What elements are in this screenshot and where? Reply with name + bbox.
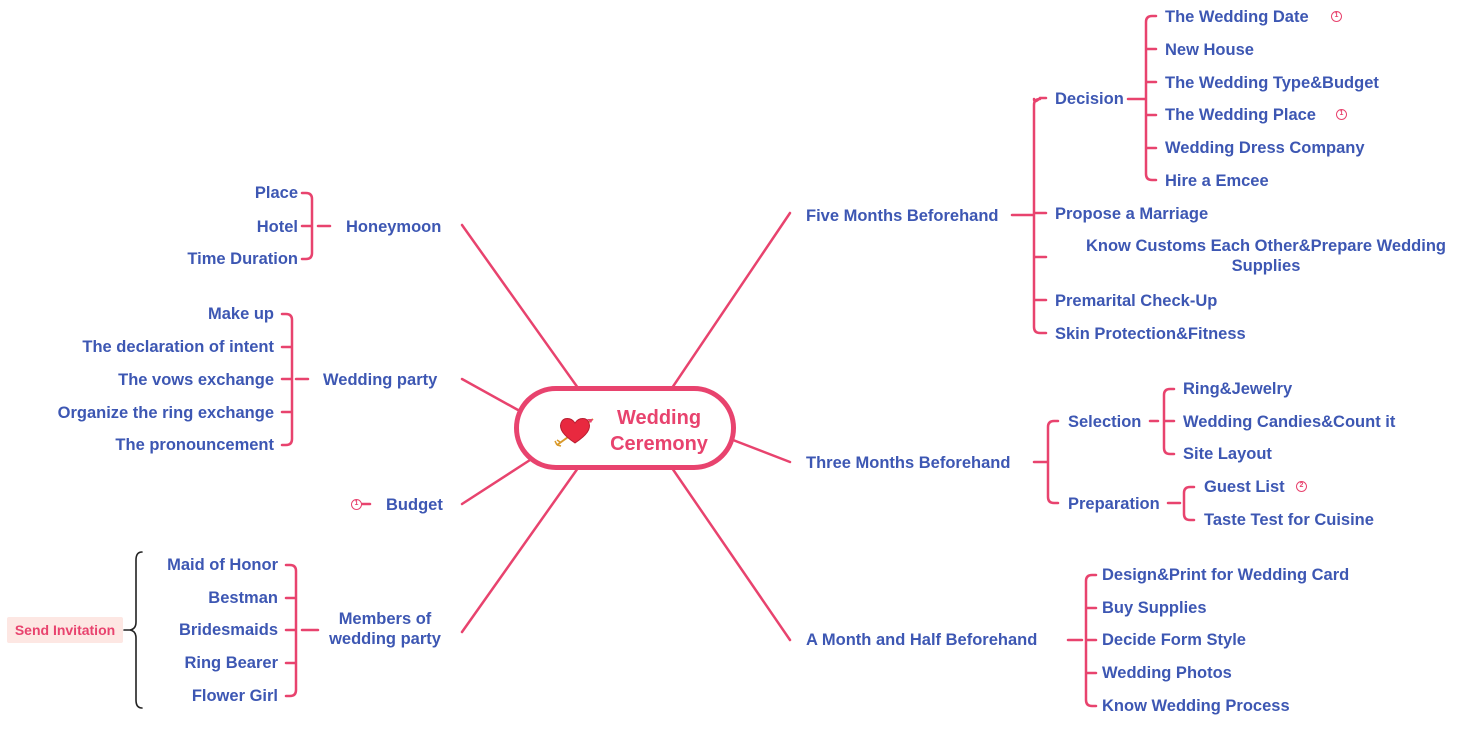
item-time-duration[interactable]: Time Duration [187, 250, 298, 268]
bracket-three-months [1032, 419, 1060, 505]
branch-line-three-months [731, 438, 792, 464]
marker-1-icon[interactable]: 1 [1336, 109, 1347, 120]
item-hotel[interactable]: Hotel [256, 218, 298, 236]
marker-1-icon[interactable]: 1 [351, 499, 362, 510]
item-ring-jewelry[interactable]: Ring&Jewelry [1183, 380, 1293, 398]
bracket-month-half [1066, 573, 1098, 708]
topic-month-half[interactable]: A Month and Half Beforehand [806, 631, 1038, 649]
item-wedding-candies[interactable]: Wedding Candies&Count it [1183, 413, 1396, 431]
item-decide-form-style[interactable]: Decide Form Style [1102, 631, 1246, 649]
item-new-house[interactable]: New House [1165, 41, 1254, 59]
central-title: Wedding Ceremony [610, 407, 708, 455]
bracket-preparation [1166, 485, 1196, 522]
item-place[interactable]: Place [254, 184, 298, 202]
topic-preparation[interactable]: Preparation [1068, 495, 1160, 513]
item-ring-bearer[interactable]: Ring Bearer [184, 654, 278, 672]
bracket-honeymoon [300, 191, 332, 261]
topic-decision[interactable]: Decision [1055, 90, 1124, 108]
topic-wedding-party[interactable]: Wedding party [323, 371, 438, 389]
item-wedding-date[interactable]: The Wedding Date [1165, 8, 1309, 26]
branch-line-budget [460, 458, 532, 506]
heart-arrow-icon [554, 418, 594, 447]
bracket-members [284, 563, 320, 698]
item-vows-exchange[interactable]: The vows exchange [118, 371, 274, 389]
item-wedding-photos[interactable]: Wedding Photos [1102, 664, 1232, 682]
item-propose-marriage[interactable]: Propose a Marriage [1055, 205, 1209, 223]
item-skin-protection[interactable]: Skin Protection&Fitness [1055, 325, 1246, 343]
item-ring-exchange[interactable]: Organize the ring exchange [57, 404, 274, 422]
topic-members[interactable]: Members of wedding party [329, 610, 441, 648]
item-taste-test[interactable]: Taste Test for Cuisine [1204, 511, 1374, 529]
item-guest-list[interactable]: Guest List [1204, 478, 1285, 496]
marker-2-icon[interactable]: 2 [1296, 481, 1307, 492]
item-wedding-place[interactable]: The Wedding Place [1165, 106, 1316, 124]
bracket-wedding-party [280, 312, 310, 447]
item-know-customs[interactable]: Know Customs Each Other&Prepare Wedding … [1085, 237, 1446, 275]
branch-line-honeymoon [460, 223, 580, 390]
topic-selection[interactable]: Selection [1068, 413, 1142, 431]
branch-line-five-months [670, 211, 792, 390]
item-buy-supplies[interactable]: Buy Supplies [1102, 599, 1207, 617]
send-invitation-tag[interactable]: Send Invitation [7, 617, 123, 643]
topic-budget[interactable]: Budget [386, 496, 443, 514]
item-declaration-of-intent[interactable]: The declaration of intent [82, 338, 274, 356]
marker-1-icon[interactable]: 1 [1331, 11, 1342, 22]
topic-honeymoon[interactable]: Honeymoon [346, 218, 442, 236]
item-design-print-card[interactable]: Design&Print for Wedding Card [1102, 566, 1350, 584]
item-hire-emcee[interactable]: Hire a Emcee [1165, 172, 1269, 190]
item-premarital-checkup[interactable]: Premarital Check-Up [1055, 292, 1218, 310]
central-topic[interactable]: Wedding Ceremony [514, 386, 736, 470]
bracket-decision [1126, 14, 1158, 182]
branch-line-month-half [670, 466, 792, 642]
topic-three-months[interactable]: Three Months Beforehand [806, 454, 1011, 472]
item-make-up[interactable]: Make up [207, 305, 274, 323]
item-bridesmaids[interactable]: Bridesmaids [178, 621, 278, 639]
item-flower-girl[interactable]: Flower Girl [191, 687, 278, 705]
item-wedding-type-budget[interactable]: The Wedding Type&Budget [1165, 74, 1379, 92]
item-bestman[interactable]: Bestman [208, 589, 278, 607]
branch-line-wedding-party [460, 377, 520, 412]
item-maid-of-honor[interactable]: Maid of Honor [167, 556, 278, 574]
invitation-brace [123, 551, 143, 709]
bracket-five-months [1010, 96, 1048, 335]
branch-line-members [460, 466, 580, 634]
item-wedding-dress-company[interactable]: Wedding Dress Company [1165, 139, 1365, 157]
topic-five-months[interactable]: Five Months Beforehand [806, 207, 999, 225]
item-know-wedding-process[interactable]: Know Wedding Process [1102, 697, 1290, 715]
item-site-layout[interactable]: Site Layout [1183, 445, 1272, 463]
item-pronouncement[interactable]: The pronouncement [115, 436, 274, 454]
bracket-selection [1148, 387, 1176, 456]
